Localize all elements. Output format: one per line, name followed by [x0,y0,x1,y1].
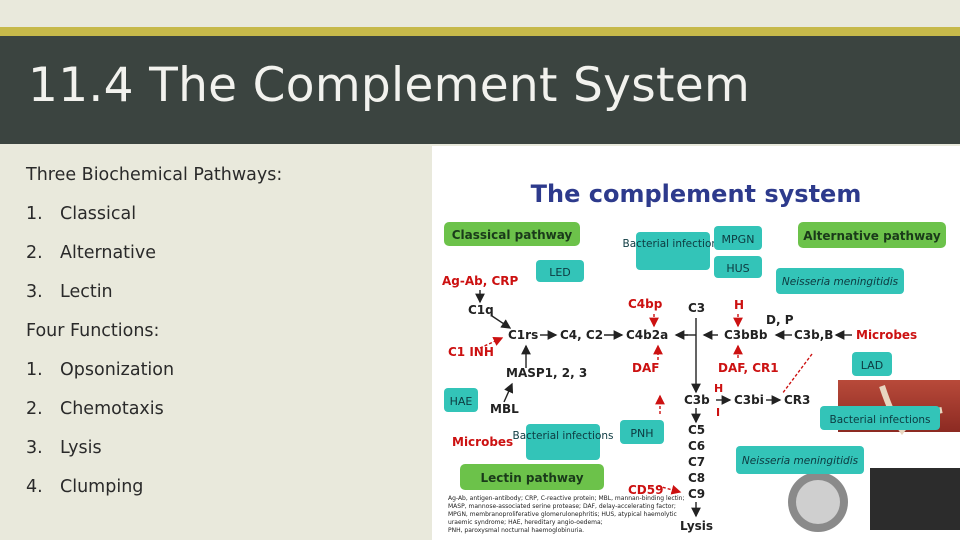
c4bp-label: C4bp [628,297,663,311]
daf-label: DAF [632,361,659,375]
inhibition-arrow [657,485,682,495]
title-banner [0,36,960,144]
bacterial-infections-label: Bacterial infections [513,430,614,442]
c7-label: C7 [688,455,705,469]
complement-diagram: The complement system Classical pathway … [432,146,960,540]
list-item: 1.Classical [26,204,137,224]
inhibition-line [781,353,813,395]
c3b-b-label: C3b,B [794,328,833,342]
legend-line: uraemic syndrome; HAE, hereditary angio-… [448,519,603,526]
c8-label: C8 [688,471,705,485]
c1q-label: C1q [468,303,494,317]
c5-label: C5 [688,423,705,437]
list-item: 2.Alternative [26,243,157,263]
list-item: 2.Chemotaxis [26,399,164,419]
hus-box [714,256,762,278]
alternative-pathway-label: Alternative pathway [803,229,941,243]
mbl-label: MBL [490,402,519,416]
ag-ab-crp-label: Ag-Ab, CRP [442,274,519,288]
microbes-label: Microbes [452,435,513,449]
lad-label: LAD [861,359,883,372]
bacterial-infections-box [526,424,600,460]
flow-arrow [503,382,514,403]
inhibition-arrow [479,337,504,349]
hae-box [444,388,478,412]
accent-bar [0,27,960,36]
flow-arrow [491,315,512,329]
c3bi-label: C3bi [734,393,764,407]
neisseria-box [736,446,864,474]
neisseria-label: Neisseria meningitidis [782,276,899,288]
c6-label: C6 [688,439,705,453]
legend-line: MASP, mannose-associated serine protease… [448,503,676,510]
slide-title: 11.4 The Complement System [28,58,751,113]
led-label: LED [549,266,571,279]
bacterial-infections-box [636,232,710,270]
led-box [536,260,584,282]
bacterial-infections-label: Bacterial infections [623,238,724,250]
lad-box [852,352,892,376]
d-p-label: D, P [766,313,794,327]
bacterial-infections-box [820,406,940,430]
figure-title: The complement system [531,180,862,208]
cd59-label: CD59 [628,483,663,497]
c1rs-label: C1rs [508,328,538,342]
list-item: 3.Lysis [26,438,102,458]
legend-line: Ag-Ab, antigen-antibody; CRP, C-reactive… [448,495,684,502]
c3bbb-label: C3bBb [724,328,768,342]
complement-diagram-svg: The complement system Classical pathway … [442,180,960,534]
mpgn-box [714,226,762,250]
daf-cr1-label: DAF, CR1 [718,361,779,375]
functions-heading: Four Functions: [26,321,160,341]
h-label: H [734,298,744,312]
pathways-heading: Three Biochemical Pathways: [26,165,283,185]
alternative-pathway-box [798,222,946,248]
cell-image [796,480,840,524]
hus-label: HUS [726,262,749,275]
lectin-pathway-label: Lectin pathway [480,471,583,485]
microbes-label: Microbes [856,328,917,342]
hae-label: HAE [450,395,473,408]
lysis-label: Lysis [680,519,713,533]
pnh-box [620,420,664,444]
legend-line: PNH, paroxysmal nocturnal haemoglobinuri… [448,527,584,534]
list-item: 4.Clumping [26,477,144,497]
bacterial-infections-label: Bacterial infections [830,414,931,426]
classical-pathway-label: Classical pathway [452,228,573,242]
classical-pathway-box [444,222,580,246]
photo-image [870,468,960,530]
c4-c2-label: C4, C2 [560,328,603,342]
c3b-label: C3b [684,393,710,407]
i-label: I [716,406,720,419]
c9-label: C9 [688,487,705,501]
mpgn-label: MPGN [722,233,755,246]
legend-line: MPGN, membranoproliferative glomerulonep… [448,511,677,518]
c1-inh-label: C1 INH [448,345,494,359]
pnh-label: PNH [630,427,653,440]
list-item: 3.Lectin [26,282,113,302]
neisseria-box [776,268,904,294]
lectin-pathway-box [460,464,604,490]
cr3-label: CR3 [784,393,810,407]
list-item: 1.Opsonization [26,360,175,380]
neisseria-label: Neisseria meningitidis [742,455,859,467]
c3-label: C3 [688,301,705,315]
c4b2a-label: C4b2a [626,328,668,342]
masp-label: MASP1, 2, 3 [506,366,587,380]
h-label: H [714,382,723,395]
